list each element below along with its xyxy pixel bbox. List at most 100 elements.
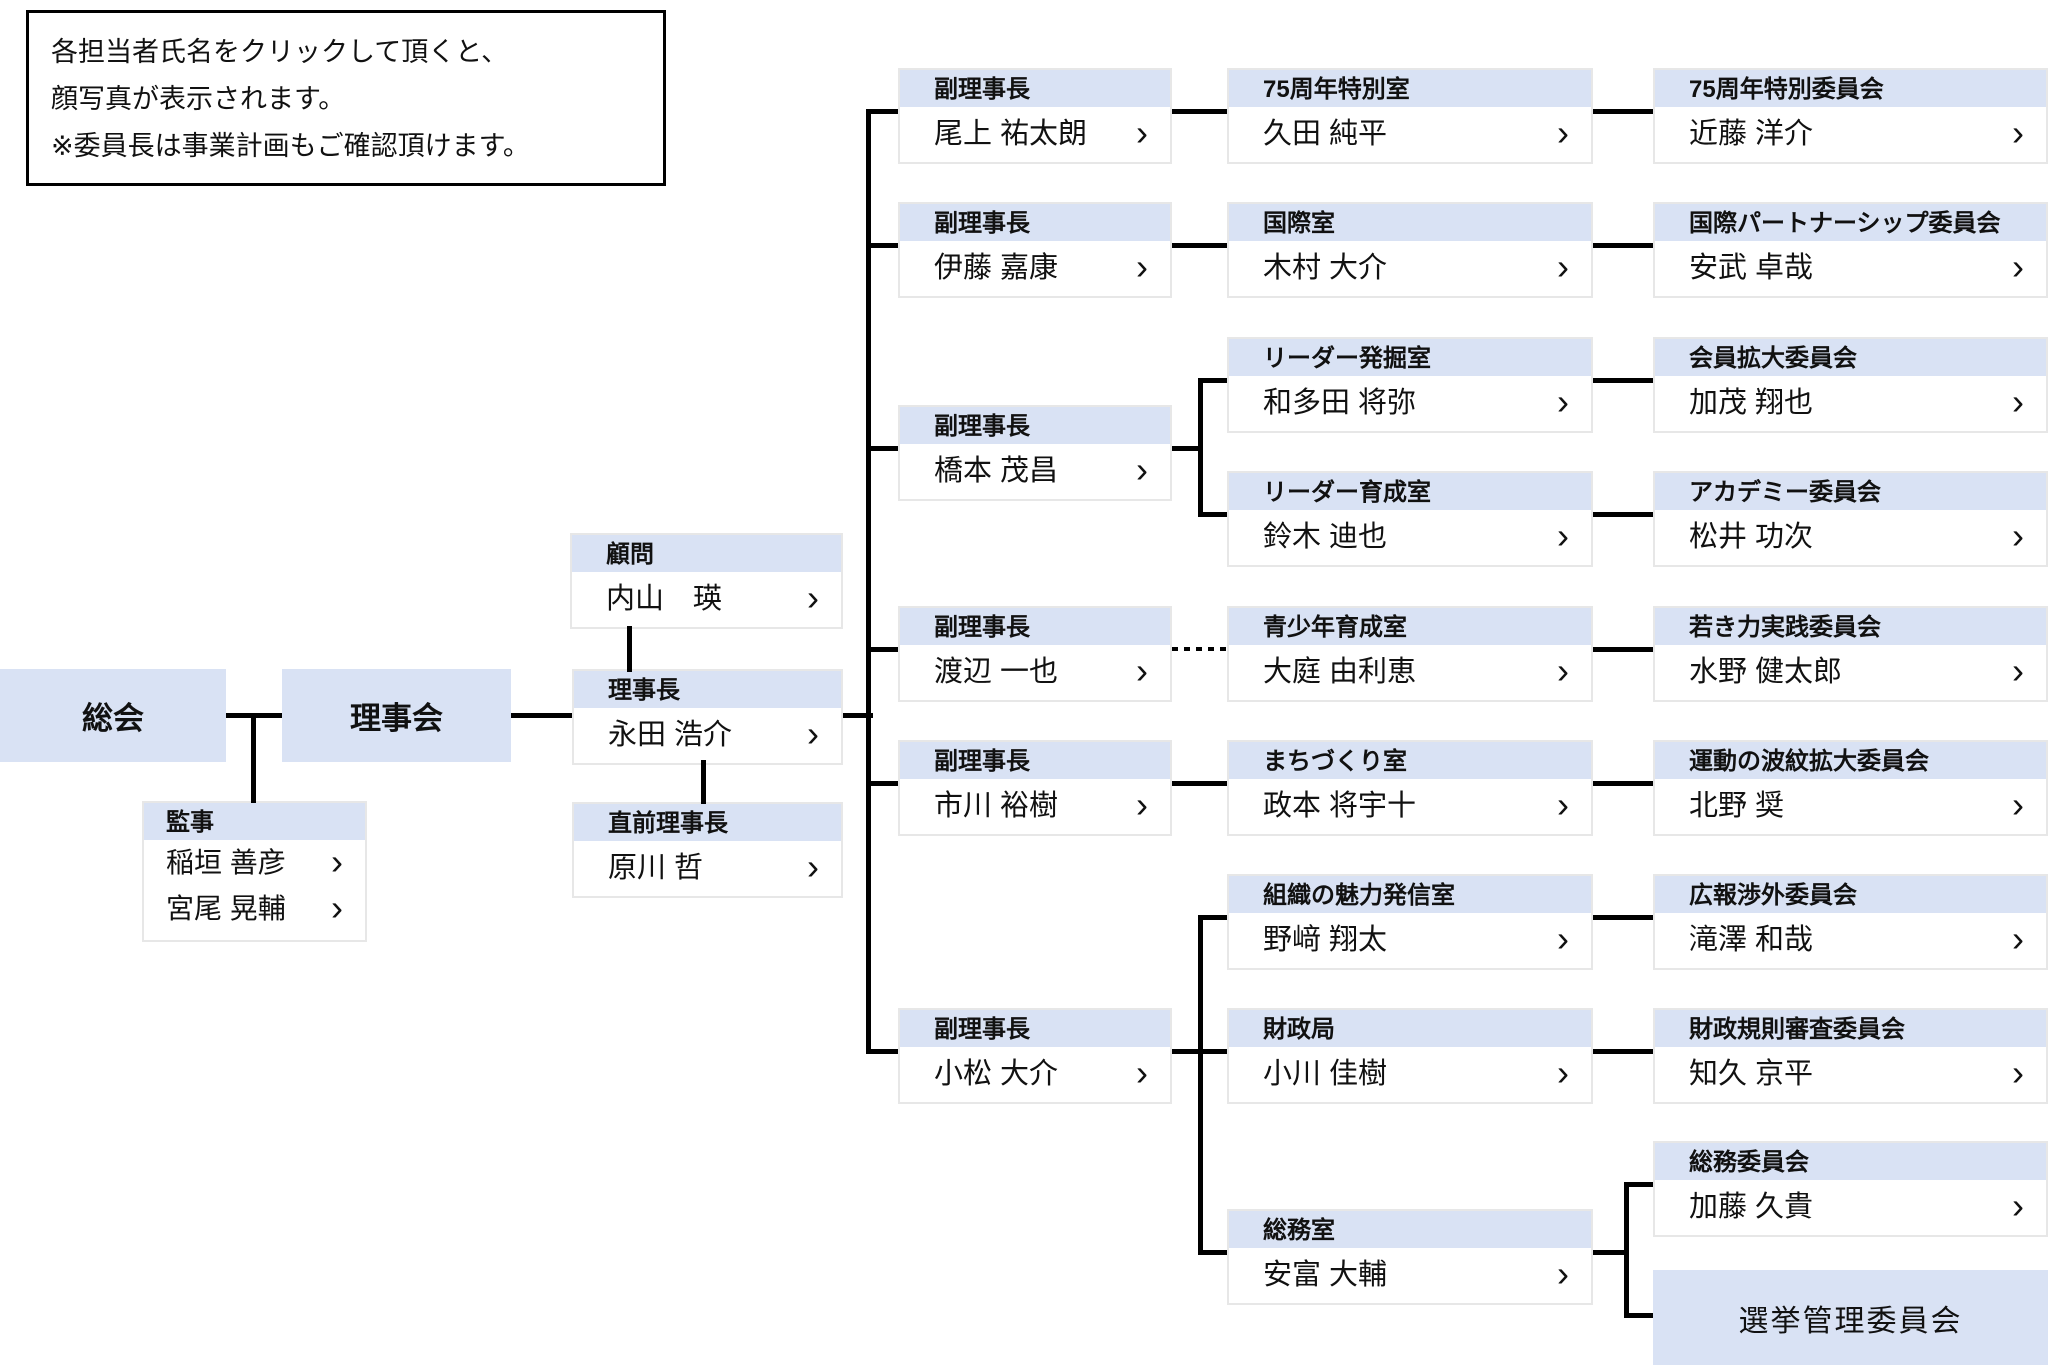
person-link[interactable]: 野﨑 翔太 › [1229, 913, 1591, 968]
person-link[interactable]: 小川 佳樹 › [1229, 1047, 1591, 1102]
person-link[interactable]: 木村 大介 › [1229, 241, 1591, 296]
person-name[interactable]: 小松 大介 [934, 1058, 1059, 1090]
chevron-right-icon: › [1557, 918, 1569, 959]
chevron-right-icon: › [807, 577, 819, 618]
connector-line [843, 713, 873, 718]
person-link[interactable]: 政本 将宇十 › [1229, 779, 1591, 834]
connector-line [1593, 1049, 1653, 1054]
person-link[interactable]: 安富 大輔 › [1229, 1248, 1591, 1303]
person-link[interactable]: 松井 功次 › [1655, 510, 2046, 565]
person-name[interactable]: 橋本 茂昌 [934, 455, 1059, 487]
person-name[interactable]: 小川 佳樹 [1263, 1058, 1388, 1090]
person-link[interactable]: 久田 純平 › [1229, 107, 1591, 162]
person-link[interactable]: 知久 京平 › [1655, 1047, 2046, 1102]
person-name[interactable]: 滝澤 和哉 [1689, 924, 1814, 956]
person-link[interactable]: 市川 裕樹 › [900, 779, 1170, 834]
chevron-right-icon: › [1557, 784, 1569, 825]
chevron-right-icon: › [2012, 515, 2024, 556]
person-name[interactable]: 大庭 由利恵 [1263, 656, 1417, 688]
person-link[interactable]: 加茂 翔也 › [1655, 376, 2046, 431]
person-name[interactable]: 加藤 久貴 [1689, 1191, 1814, 1223]
person-name[interactable]: 鈴木 迪也 [1263, 521, 1388, 553]
person-name[interactable]: 安富 大輔 [1263, 1259, 1388, 1291]
person-name[interactable]: 政本 将宇十 [1263, 790, 1417, 822]
box-title: 国際パートナーシップ委員会 [1655, 204, 2046, 241]
person-name[interactable]: 加茂 翔也 [1689, 387, 1814, 419]
connector-line [1172, 446, 1203, 451]
box-title: 副理事長 [900, 608, 1170, 645]
person-name[interactable]: 近藤 洋介 [1689, 118, 1814, 150]
box-committee-pr: 広報渉外委員会 滝澤 和哉 › [1653, 874, 2048, 970]
person-name[interactable]: 稲垣 善彦 [166, 847, 286, 878]
person-link[interactable]: 北野 奨 › [1655, 779, 2046, 834]
box-title: 副理事長 [900, 204, 1170, 241]
person-name[interactable]: 安武 卓哉 [1689, 252, 1814, 284]
chevron-right-icon: › [2012, 1185, 2024, 1226]
person-name[interactable]: 水野 健太郎 [1689, 656, 1843, 688]
connector-line [1198, 915, 1203, 1255]
connector-trunk [866, 109, 871, 1054]
person-name[interactable]: 和多田 将弥 [1263, 387, 1417, 419]
person-link[interactable]: 近藤 洋介 › [1655, 107, 2046, 162]
person-name[interactable]: 野﨑 翔太 [1263, 924, 1388, 956]
person-link[interactable]: 加藤 久貴 › [1655, 1180, 2046, 1235]
box-title: リーダー育成室 [1229, 473, 1591, 510]
connector-line [1172, 781, 1227, 786]
person-name[interactable]: 原川 哲 [608, 852, 704, 884]
connector-line [868, 243, 898, 248]
person-link[interactable]: 伊藤 嘉康 › [900, 241, 1170, 296]
connector-line [1624, 1313, 1653, 1318]
chevron-right-icon: › [331, 841, 343, 882]
person-link[interactable]: 大庭 由利恵 › [1229, 645, 1591, 700]
box-title: 副理事長 [900, 70, 1170, 107]
person-name[interactable]: 渡辺 一也 [934, 656, 1059, 688]
connector-line [1198, 378, 1203, 517]
person-name[interactable]: 久田 純平 [1263, 118, 1388, 150]
person-name[interactable]: 宮尾 晃輔 [166, 893, 286, 924]
person-name[interactable]: 永田 浩介 [608, 719, 733, 751]
person-link[interactable]: 宮尾 晃輔 › [144, 886, 365, 932]
chevron-right-icon: › [2012, 784, 2024, 825]
person-link[interactable]: 原川 哲 › [574, 841, 841, 896]
connector-line [868, 109, 898, 114]
chevron-right-icon: › [1136, 246, 1148, 287]
note-line-1: 各担当者氏名をクリックして頂くと、 [51, 37, 509, 67]
connector-line [1198, 512, 1227, 517]
person-name[interactable]: 木村 大介 [1263, 252, 1388, 284]
connector-line [1593, 647, 1653, 652]
person-link[interactable]: 渡辺 一也 › [900, 645, 1170, 700]
person-link[interactable]: 稲垣 善彦 › [144, 840, 365, 886]
person-name[interactable]: 市川 裕樹 [934, 790, 1059, 822]
person-link[interactable]: 尾上 祐太朗 › [900, 107, 1170, 162]
person-name[interactable]: 尾上 祐太朗 [934, 118, 1088, 150]
box-title: 顧問 [572, 535, 841, 572]
note-line-3: ※委員長は事業計画もご確認頂けます。 [51, 131, 530, 161]
person-link[interactable]: 内山 瑛 › [572, 572, 841, 627]
box-room-general-affairs: 総務室 安富 大輔 › [1227, 1209, 1593, 1305]
box-title: 組織の魅力発信室 [1229, 876, 1591, 913]
person-link[interactable]: 安武 卓哉 › [1655, 241, 2046, 296]
person-link[interactable]: 小松 大介 › [900, 1047, 1170, 1102]
box-title: 75周年特別室 [1229, 70, 1591, 107]
connector-line [1198, 378, 1227, 383]
connector-line [868, 446, 898, 451]
person-link[interactable]: 永田 浩介 › [574, 708, 841, 763]
person-link[interactable]: 水野 健太郎 › [1655, 645, 2046, 700]
connector-line [1624, 1182, 1653, 1187]
person-link[interactable]: 和多田 将弥 › [1229, 376, 1591, 431]
person-name[interactable]: 伊藤 嘉康 [934, 252, 1059, 284]
box-title: 総務室 [1229, 1211, 1591, 1248]
box-title: 国際室 [1229, 204, 1591, 241]
person-name[interactable]: 内山 瑛 [606, 583, 723, 615]
person-name[interactable]: 松井 功次 [1689, 521, 1814, 553]
chevron-right-icon: › [1557, 1052, 1569, 1093]
person-link[interactable]: 滝澤 和哉 › [1655, 913, 2046, 968]
person-link[interactable]: 鈴木 迪也 › [1229, 510, 1591, 565]
box-title: 監事 [144, 803, 365, 840]
chevron-right-icon: › [1136, 449, 1148, 490]
chevron-right-icon: › [1557, 246, 1569, 287]
person-name[interactable]: 知久 京平 [1689, 1058, 1814, 1090]
chevron-right-icon: › [1557, 515, 1569, 556]
person-name[interactable]: 北野 奨 [1689, 790, 1785, 822]
person-link[interactable]: 橋本 茂昌 › [900, 444, 1170, 499]
